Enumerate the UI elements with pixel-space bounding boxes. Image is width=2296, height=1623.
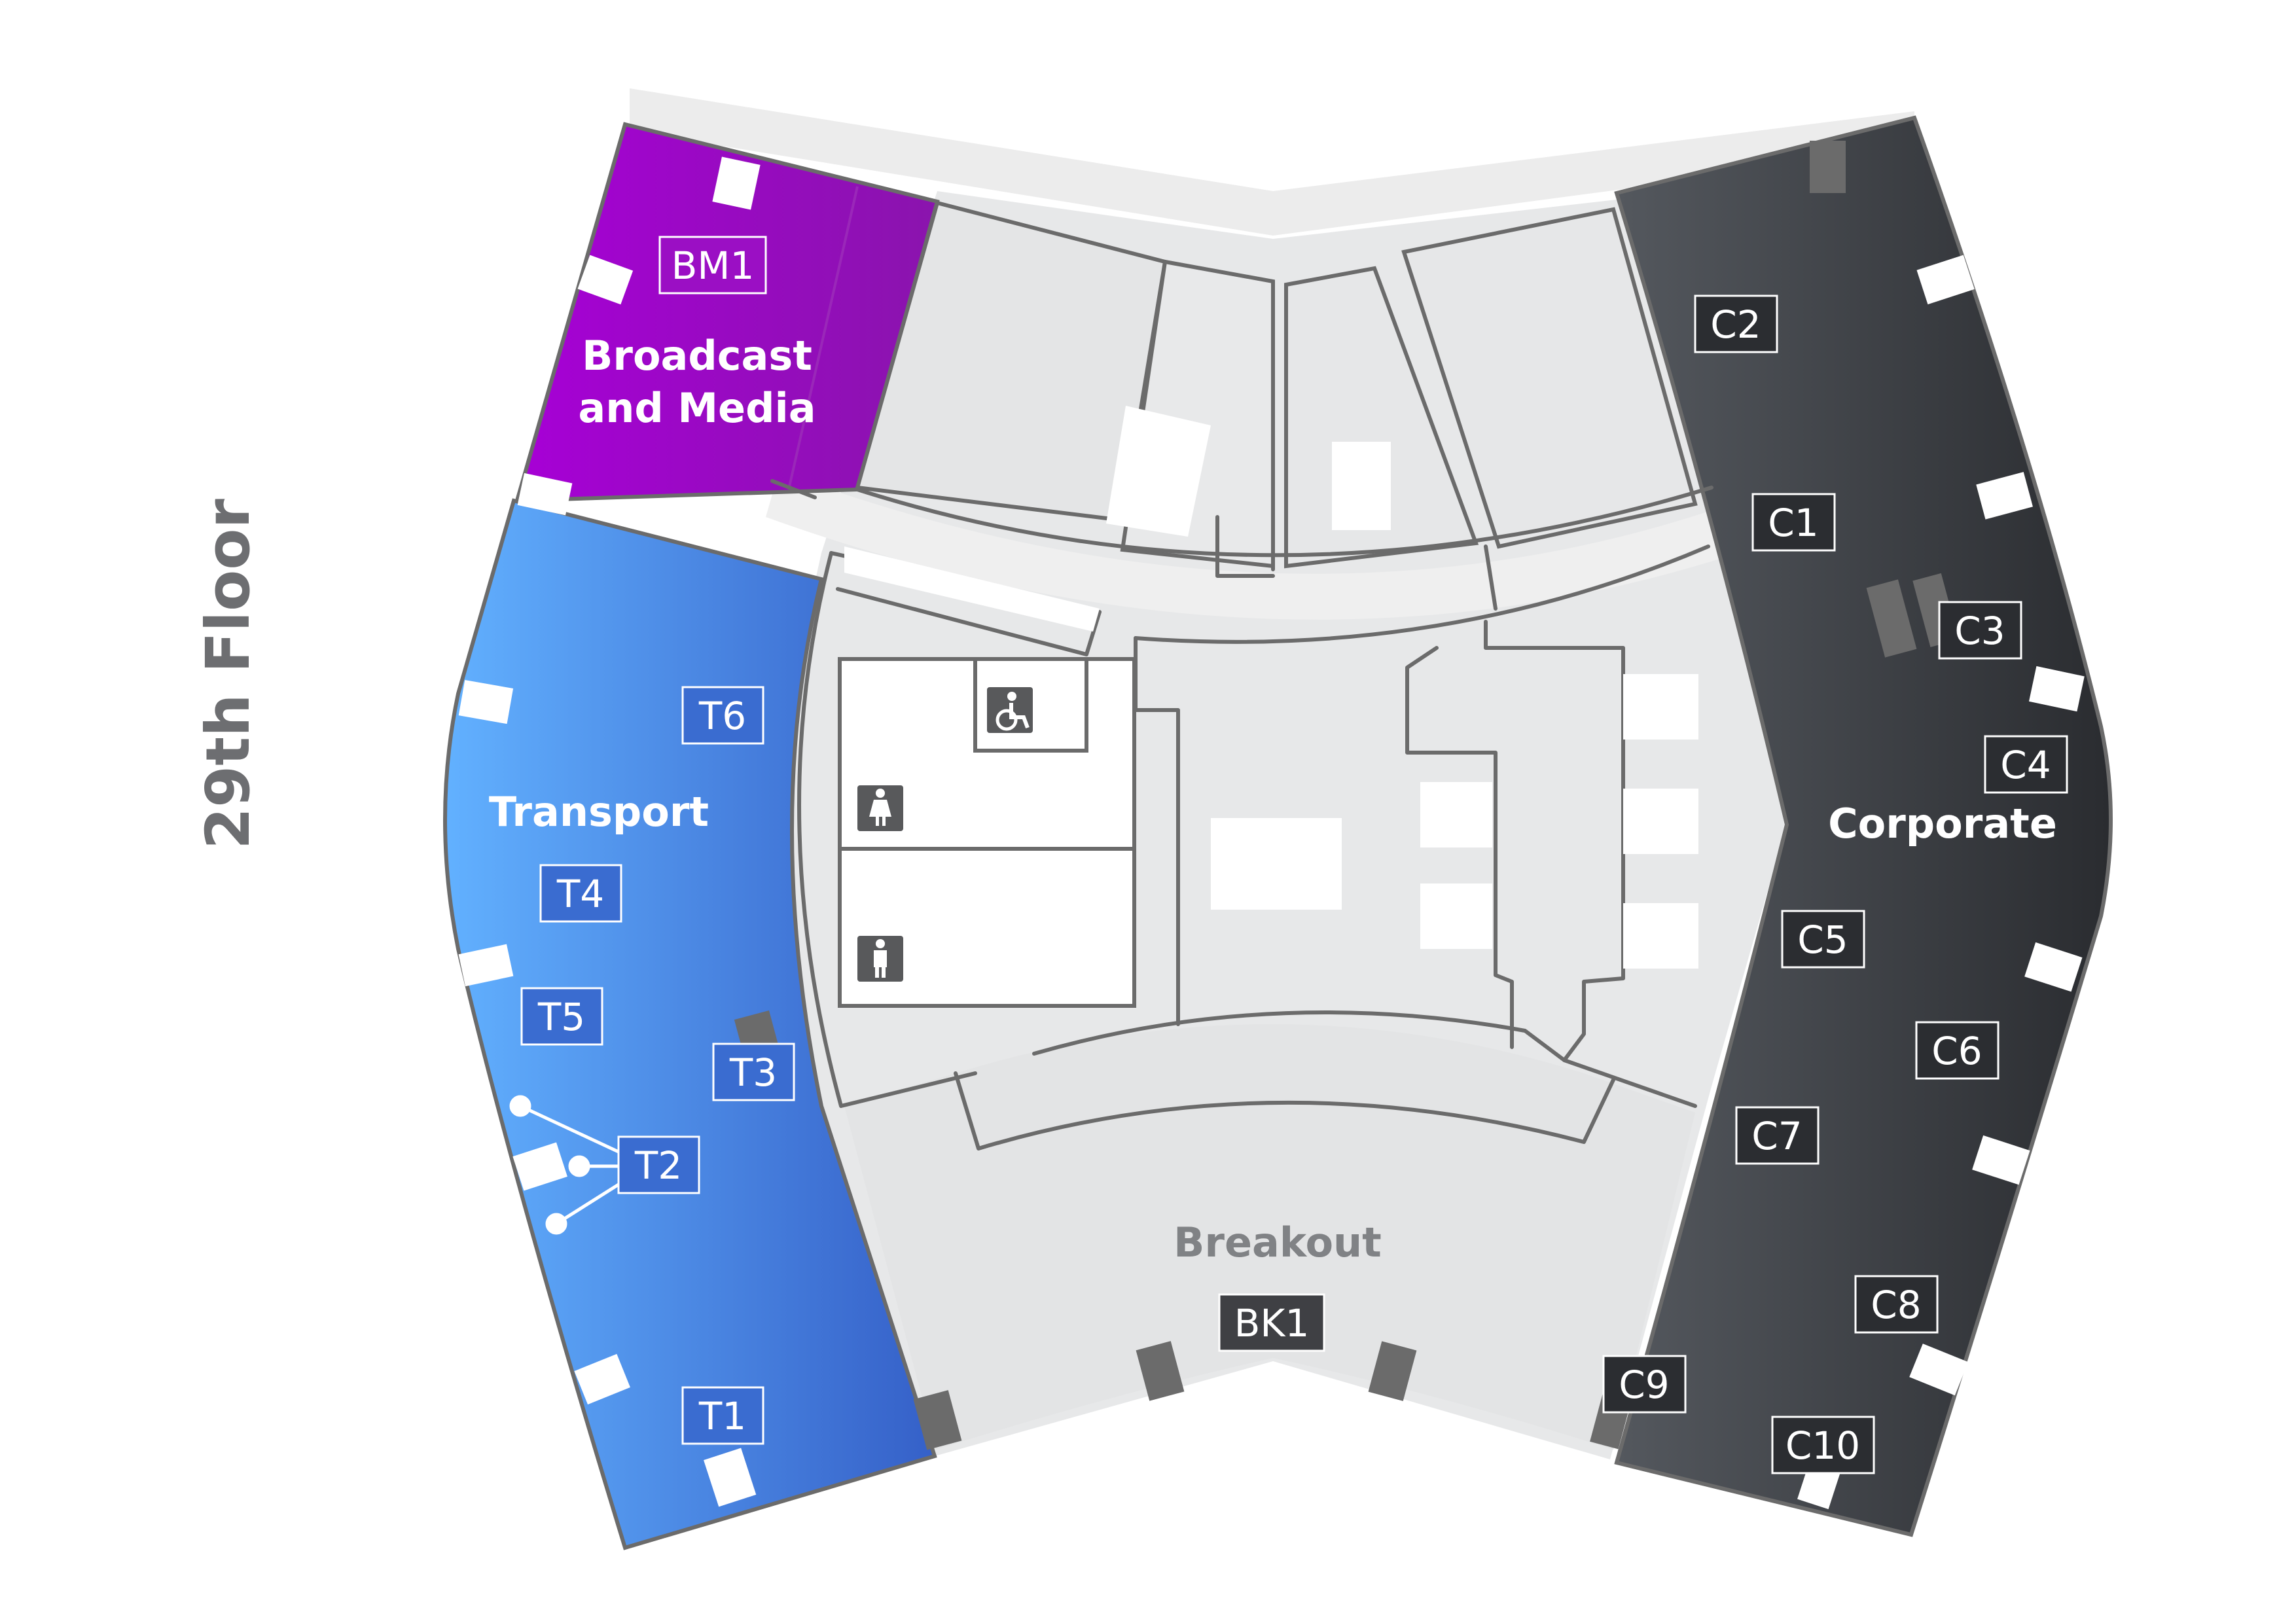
room-label-t4[interactable]: T4 xyxy=(539,864,622,923)
room-label-c2[interactable]: C2 xyxy=(1694,294,1778,353)
room-code-t4: T4 xyxy=(556,872,604,916)
zone-name-corporate: Corporate xyxy=(1828,800,2057,847)
room-code-c2: C2 xyxy=(1710,302,1761,347)
room-code-c4: C4 xyxy=(2000,743,2051,787)
transport-zone xyxy=(443,498,937,1550)
room-label-c5[interactable]: C5 xyxy=(1781,910,1865,969)
accessible-toilet-icon xyxy=(987,687,1033,733)
male-toilet-icon xyxy=(857,936,903,982)
corridor-band xyxy=(766,471,1728,620)
room-code-c5: C5 xyxy=(1797,918,1848,962)
core-walls xyxy=(770,479,1713,1150)
room-label-t2[interactable]: T2 xyxy=(617,1135,700,1194)
room-label-c3[interactable]: C3 xyxy=(1938,601,2022,660)
room-code-t1: T1 xyxy=(698,1394,746,1438)
room-code-c9: C9 xyxy=(1619,1363,1669,1407)
room-label-c1[interactable]: C1 xyxy=(1751,493,1836,552)
room-code-c3: C3 xyxy=(1954,609,2005,653)
room-label-bk1[interactable]: BK1 xyxy=(1218,1293,1325,1352)
room-code-bk1: BK1 xyxy=(1234,1301,1310,1346)
dark-fixtures xyxy=(734,141,1959,1450)
room-code-c8: C8 xyxy=(1871,1283,1921,1327)
female-toilet-icon xyxy=(857,785,903,831)
room-label-t1[interactable]: T1 xyxy=(681,1386,764,1445)
breakout-zone xyxy=(844,1024,1695,1450)
room-label-c7[interactable]: C7 xyxy=(1735,1106,1820,1165)
room-code-c10: C10 xyxy=(1785,1423,1860,1468)
room-code-c1: C1 xyxy=(1768,501,1818,545)
top-terrace xyxy=(630,88,1914,236)
zone-name-broadcast-line1: Broadcast xyxy=(582,332,812,380)
room-code-t2: T2 xyxy=(634,1143,682,1188)
room-label-t5[interactable]: T5 xyxy=(520,987,603,1046)
room-label-c8[interactable]: C8 xyxy=(1854,1275,1939,1334)
window-marks xyxy=(458,156,2085,1510)
zone-name-broadcast-line2: and Media xyxy=(578,384,816,432)
room-code-t6: T6 xyxy=(698,694,746,738)
room-label-c9[interactable]: C9 xyxy=(1602,1355,1687,1414)
zone-name-breakout: Breakout xyxy=(1174,1219,1382,1266)
floor-title: 29th Floor xyxy=(193,499,263,849)
room-label-t3[interactable]: T3 xyxy=(712,1043,795,1101)
room-code-bm1: BM1 xyxy=(672,243,755,288)
room-label-c6[interactable]: C6 xyxy=(1915,1021,2000,1080)
room-code-t3: T3 xyxy=(729,1050,777,1095)
room-code-t5: T5 xyxy=(537,995,585,1039)
room-label-c10[interactable]: C10 xyxy=(1771,1416,1875,1474)
room-label-c4[interactable]: C4 xyxy=(1984,735,2068,794)
room-code-c7: C7 xyxy=(1751,1114,1802,1158)
room-label-t6[interactable]: T6 xyxy=(681,686,764,745)
broadcast-partition xyxy=(787,186,859,490)
zone-name-transport: Transport xyxy=(489,788,709,836)
t2-connectors xyxy=(509,1095,620,1235)
core-fixtures xyxy=(844,406,1698,969)
room-label-bm1[interactable]: BM1 xyxy=(658,236,767,294)
room-code-c6: C6 xyxy=(1931,1029,1982,1073)
